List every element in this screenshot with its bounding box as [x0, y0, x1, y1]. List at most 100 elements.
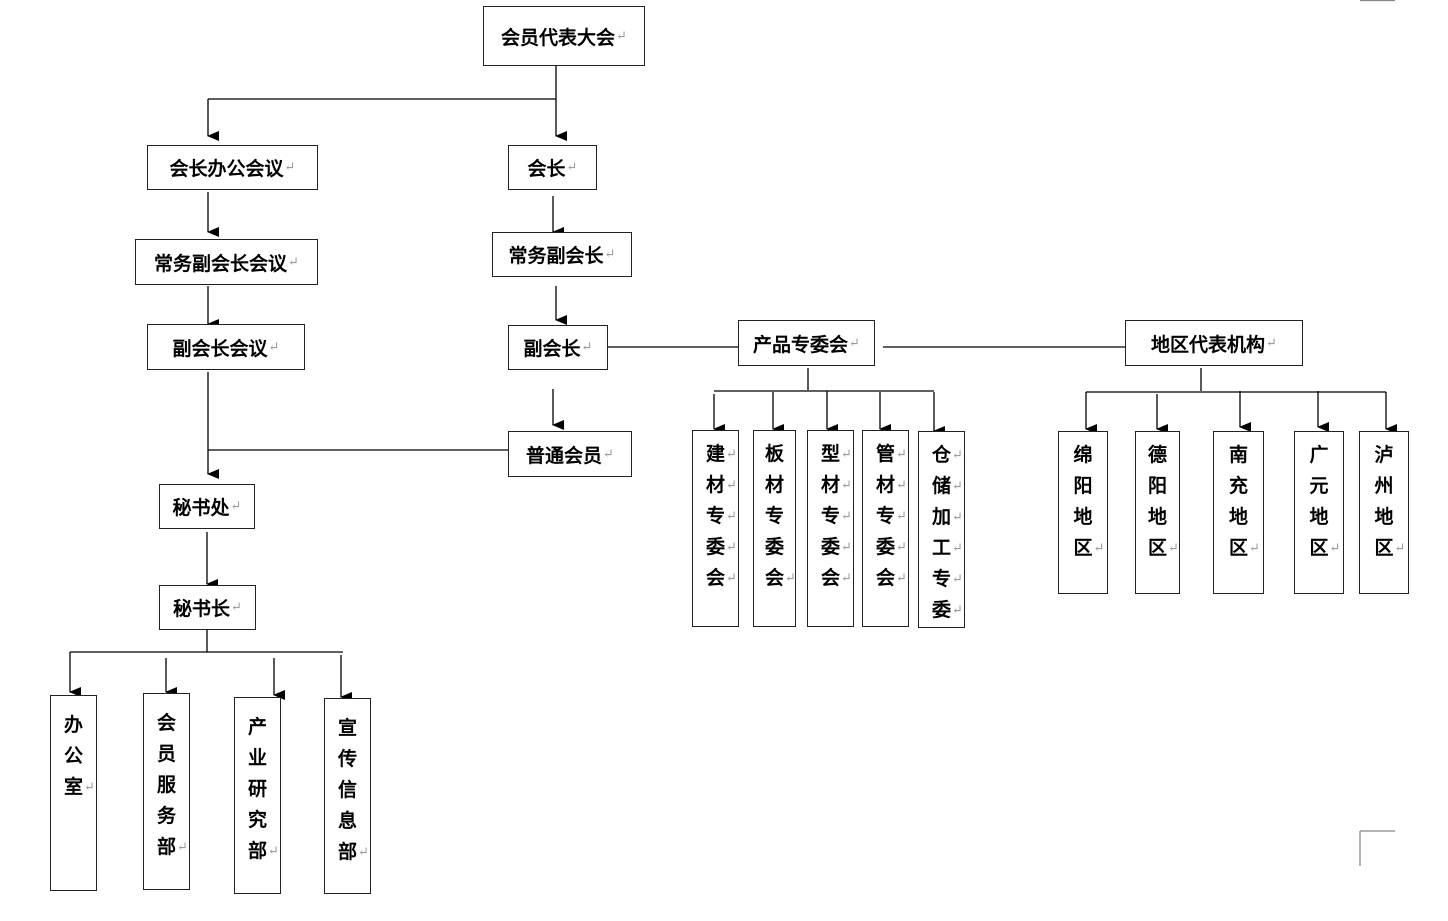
president-label: 会长 — [527, 158, 566, 180]
paragraph-mark: ↵ — [230, 499, 242, 514]
node-label-char: 材↵ — [821, 470, 852, 501]
regions-node: 广元地区↵ — [1294, 431, 1344, 594]
paragraph-mark: ↵ — [841, 571, 852, 586]
node-label-char: 地 — [1374, 506, 1394, 528]
node-label-char: 区↵ — [1073, 533, 1104, 564]
paragraph-mark: ↵ — [604, 247, 616, 262]
paragraph-mark: ↵ — [84, 780, 95, 795]
node-label-char: 会↵ — [706, 563, 737, 594]
node-label-char: 区↵ — [1309, 533, 1340, 564]
node-label-char: 专↵ — [821, 501, 852, 532]
paragraph-mark: ↵ — [952, 448, 963, 463]
node-label-char: 产 — [247, 716, 267, 738]
paragraph-mark: ↵ — [1093, 541, 1105, 556]
node-label-char: 材↵ — [706, 470, 737, 501]
paragraph-mark: ↵ — [1394, 541, 1406, 556]
node-label-char: 加↵ — [932, 502, 963, 533]
node-label-char: 专↵ — [876, 501, 907, 532]
node-label-char: 南 — [1228, 444, 1248, 466]
node-label-char: 部↵ — [248, 836, 279, 867]
paragraph-mark: ↵ — [952, 541, 963, 556]
node-label-char: 宣 — [337, 717, 357, 739]
paragraph-mark: ↵ — [177, 840, 188, 855]
president-office-meeting-label: 会长办公会议 — [169, 158, 284, 180]
assembly-node: 会员代表大会↵ — [483, 6, 645, 66]
node-label-char: 工↵ — [932, 533, 963, 564]
paragraph-mark: ↵ — [896, 571, 907, 586]
vp-meeting-node: 副会长会议↵ — [147, 324, 305, 370]
node-label-char: 地 — [1147, 506, 1167, 528]
exec-vp-node: 常务副会长↵ — [492, 232, 632, 277]
paragraph-mark: ↵ — [896, 509, 907, 524]
regions-node: 绵阳地区↵ — [1058, 431, 1108, 594]
product-committee-node: 产品专委会↵ — [738, 320, 875, 366]
node-label-char: 型↵ — [821, 439, 852, 470]
paragraph-mark: ↵ — [358, 845, 369, 860]
exec-vp-meeting-node: 常务副会长会议↵ — [135, 239, 318, 285]
product-committee-label: 产品专委会 — [753, 333, 849, 356]
node-label-char: 地 — [1228, 506, 1248, 528]
paragraph-mark: ↵ — [603, 446, 614, 462]
node-label-char: 地 — [1309, 506, 1329, 528]
node-label-char: 研 — [247, 778, 267, 800]
paragraph-mark: ↵ — [841, 540, 852, 555]
president-office-meeting-node: 会长办公会议↵ — [147, 145, 318, 190]
node-label-char: 区↵ — [1229, 533, 1260, 564]
secretary-general-node: 秘书长↵ — [159, 585, 256, 630]
node-label-char: 地 — [1073, 506, 1093, 528]
regions-node: 泸州地区↵ — [1359, 431, 1409, 594]
node-label-char: 部↵ — [338, 837, 369, 868]
node-label-char: 息 — [337, 810, 357, 832]
node-label-char: 委↵ — [932, 595, 963, 626]
secretariat-node: 秘书处↵ — [159, 484, 255, 529]
paragraph-mark: ↵ — [1168, 541, 1179, 556]
node-label-char: 委↵ — [706, 532, 737, 563]
paragraph-mark: ↵ — [952, 572, 963, 587]
paragraph-mark: ↵ — [1266, 335, 1277, 351]
paragraph-mark: ↵ — [1329, 541, 1341, 556]
node-label-char: 委 — [764, 536, 784, 558]
vp-node: 副会长↵ — [508, 325, 608, 370]
node-label-char: 区↵ — [1148, 533, 1179, 564]
node-label-char: 区↵ — [1374, 533, 1405, 564]
departments-node: 产业研究部↵ — [234, 697, 281, 894]
node-label-char: 会↵ — [821, 563, 852, 594]
vp-meeting-label: 副会长会议 — [172, 337, 268, 360]
node-label-char: 服 — [156, 774, 176, 796]
node-label-char: 信 — [337, 779, 357, 801]
node-label-char: 板 — [764, 443, 784, 465]
departments-node: 会员服务部↵ — [143, 693, 190, 890]
product-subcommittees-node: 仓↵储↵加↵工↵专↵委↵ — [918, 431, 965, 628]
product-subcommittees-node: 板材专委会↵ — [753, 430, 796, 627]
regional-org-node: 地区代表机构↵ — [1125, 320, 1303, 366]
paragraph-mark: ↵ — [726, 509, 737, 524]
paragraph-mark: ↵ — [268, 339, 280, 355]
paragraph-mark: ↵ — [841, 478, 852, 493]
node-label-char: 员 — [156, 743, 176, 765]
node-label-char: 建↵ — [706, 439, 737, 470]
node-label-char: 充 — [1228, 475, 1248, 497]
node-label-char: 仓↵ — [932, 440, 963, 471]
president-node: 会长↵ — [508, 145, 597, 190]
node-label-char: 元 — [1309, 475, 1329, 497]
node-label-char: 会 — [156, 712, 176, 734]
paragraph-mark: ↵ — [896, 540, 907, 555]
regional-org-label: 地区代表机构 — [1151, 333, 1266, 356]
node-label-char: 传 — [337, 748, 357, 770]
paragraph-mark: ↵ — [1249, 541, 1260, 556]
departments-node: 办公室↵ — [50, 695, 97, 891]
paragraph-mark: ↵ — [952, 479, 963, 494]
paragraph-mark: ↵ — [288, 254, 299, 270]
node-label-char: 委↵ — [821, 532, 852, 563]
paragraph-mark: ↵ — [841, 509, 852, 524]
paragraph-mark: ↵ — [841, 447, 852, 462]
node-label-char: 广 — [1309, 444, 1329, 466]
vp-label: 副会长 — [523, 338, 581, 360]
secretary-general-label: 秘书长 — [173, 598, 231, 620]
node-label-char: 室↵ — [64, 772, 95, 803]
node-label-char: 材 — [764, 474, 784, 496]
node-label-char: 会↵ — [765, 563, 796, 594]
paragraph-mark: ↵ — [952, 603, 963, 618]
paragraph-mark: ↵ — [566, 160, 578, 175]
paragraph-mark: ↵ — [616, 28, 627, 44]
